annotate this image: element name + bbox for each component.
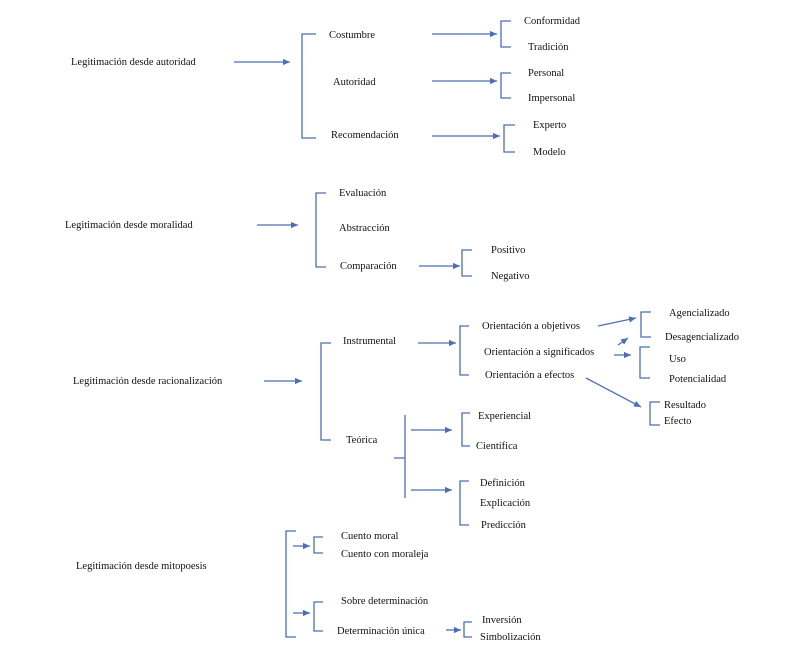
node-tradicion: Tradición bbox=[528, 42, 569, 53]
bracket-significados bbox=[639, 346, 650, 379]
bracket-costumbre bbox=[500, 20, 511, 48]
root-mitopoesis: Legitimación desde mitopoesis bbox=[76, 561, 207, 572]
labels: Legitimación desde autoridad Costumbre C… bbox=[65, 16, 739, 643]
bracket-autoridad bbox=[301, 33, 316, 139]
node-cuento-moral: Cuento moral bbox=[341, 531, 399, 542]
node-costumbre: Costumbre bbox=[329, 30, 375, 41]
bracket-objetivos bbox=[640, 311, 651, 338]
node-simbolizacion: Simbolización bbox=[480, 632, 541, 643]
node-prediccion: Predicción bbox=[481, 520, 527, 531]
node-impersonal: Impersonal bbox=[528, 93, 575, 104]
bracket-determinacion bbox=[313, 601, 323, 632]
node-explicacion: Explicación bbox=[480, 498, 531, 509]
bracket-unica bbox=[463, 621, 472, 638]
node-uso: Uso bbox=[669, 354, 686, 365]
node-abstraccion: Abstracción bbox=[339, 223, 390, 234]
bracket-experiencial bbox=[461, 412, 470, 447]
bracket-efectos bbox=[649, 401, 660, 426]
node-autoridad: Autoridad bbox=[333, 77, 376, 88]
bracket-instrumental bbox=[459, 325, 469, 376]
node-determinacion-unica: Determinación única bbox=[337, 626, 425, 637]
node-agencializado: Agencializado bbox=[669, 308, 730, 319]
arrow-significados bbox=[617, 337, 629, 346]
node-sobre-determinacion: Sobre determinación bbox=[341, 596, 429, 607]
node-resultado: Resultado bbox=[664, 400, 706, 411]
node-desagencializado: Desagencializado bbox=[665, 332, 739, 343]
node-modelo: Modelo bbox=[533, 147, 566, 158]
node-evaluacion: Evaluación bbox=[339, 188, 387, 199]
node-cuento-moraleja: Cuento con moraleja bbox=[341, 549, 429, 560]
node-efecto: Efecto bbox=[664, 416, 691, 427]
node-personal: Personal bbox=[528, 68, 564, 79]
node-negativo: Negativo bbox=[491, 271, 530, 282]
node-inversion: Inversión bbox=[482, 615, 522, 626]
node-efectos: Orientación a efectos bbox=[485, 370, 574, 381]
arrow-efectos bbox=[585, 377, 642, 408]
root-autoridad: Legitimación desde autoridad bbox=[71, 57, 197, 68]
bracket-moralidad bbox=[315, 192, 326, 268]
root-racionalizacion: Legitimación desde racionalización bbox=[73, 376, 223, 387]
node-potencialidad: Potencialidad bbox=[669, 374, 727, 385]
node-positivo: Positivo bbox=[491, 245, 525, 256]
node-teorica: Teórica bbox=[346, 435, 378, 446]
bracket-definicion bbox=[459, 480, 469, 526]
node-recomendacion: Recomendación bbox=[331, 130, 399, 141]
node-experiencial: Experiencial bbox=[478, 411, 531, 422]
arrow-objetivos bbox=[597, 316, 637, 327]
node-experto: Experto bbox=[533, 120, 566, 131]
node-cientifica: Científica bbox=[476, 441, 518, 452]
bracket-recomendacion bbox=[503, 124, 515, 153]
node-comparacion: Comparación bbox=[340, 261, 397, 272]
bracket-autoridad-sub bbox=[500, 72, 511, 99]
bracket-cuento bbox=[313, 536, 323, 554]
connectors bbox=[234, 20, 660, 638]
bracket-teorica bbox=[394, 415, 406, 498]
node-instrumental: Instrumental bbox=[343, 336, 396, 347]
node-objetivos: Orientación a objetivos bbox=[482, 321, 580, 332]
bracket-mitopoesis bbox=[285, 530, 296, 638]
bracket-comparacion bbox=[461, 249, 472, 277]
node-conformidad: Conformidad bbox=[524, 16, 581, 27]
root-moralidad: Legitimación desde moralidad bbox=[65, 220, 193, 231]
bracket-racionalizacion bbox=[320, 342, 331, 441]
node-definicion: Definición bbox=[480, 478, 526, 489]
node-significados: Orientación a significados bbox=[484, 347, 594, 358]
